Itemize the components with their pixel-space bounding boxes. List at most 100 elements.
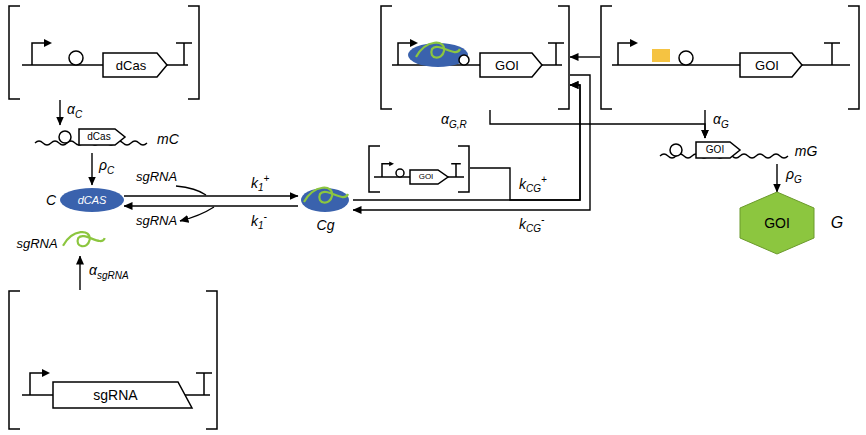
gene-label: dCas [79,129,119,145]
dcas-mrna: dCas mC [35,125,185,153]
rate-label: ρC [98,158,115,176]
protein-label: dCAS [60,188,124,212]
reaction-arrow [353,85,580,200]
bracket [381,6,569,109]
subscript: C [107,165,114,176]
bracket [601,6,859,109]
species-label: mG [790,141,822,161]
dcas-protein [301,188,349,212]
rbs-hairpin [670,144,682,156]
species-label: sgRNA [135,214,178,228]
subscript: CG [526,223,541,234]
rbs-hairpin [459,55,469,65]
sgrna-strand [63,232,105,246]
promoter-arrow [382,164,392,177]
species-label: sgRNA [135,170,178,184]
sgrna-strand [304,188,348,203]
rate-label: αC [66,102,83,120]
terminator [824,43,840,65]
rbs-hairpin [679,51,693,65]
sgrna-release-curve [180,207,214,221]
gene-label: dCas [103,53,159,77]
reaction-arrow [91,153,92,185]
subscript: G,R [449,119,467,130]
protein-hexagon [740,192,814,254]
bracket [369,146,469,192]
subscript: C [75,109,82,120]
rate-label: ρG [785,167,803,185]
rate-label: αG [712,112,730,130]
node-outline [600,5,860,110]
gene-label: GOI [740,53,794,77]
dcas-protein [408,43,468,67]
reaction-arrow [124,195,298,196]
target-gene-construct: GOI [368,145,470,193]
node-outline [380,5,570,110]
rate-label: αsgRNA [88,263,130,281]
sgrna-species: sgRNA [15,228,107,256]
promoter-arrowhead [42,369,50,377]
sgrna-binding-curve [176,186,206,195]
reaction-arrow [124,205,298,206]
gene-label: GOI [410,170,442,184]
species-label: mC [153,129,183,149]
subscript: 1 [258,182,264,193]
rbs-hairpin [396,169,404,177]
reaction-arrow [59,100,60,125]
reaction-arrow [353,75,590,210]
bracket [9,6,199,99]
node-outline [8,290,218,430]
gene-box [103,53,167,77]
dcas-protein-node: dCASC [44,185,124,215]
species-label: G [824,212,850,234]
superscript: - [264,211,267,222]
sgrna-gene-construct: sgRNA [8,290,218,430]
sgrna-strand [416,43,460,58]
goi-mrna: GOImG [660,138,825,164]
species-label: C [44,190,58,210]
promoter-arrowhead [630,39,638,47]
rate-label: kCG- [518,214,545,234]
subscript: G [794,174,802,185]
species-label: sgRNA [15,234,59,252]
repressed-gene-construct: GOI [380,5,570,110]
complex-node: Cg [298,186,353,236]
subscript: CG [526,183,541,194]
terminator [176,43,192,65]
gene-label: GOI [480,53,534,77]
superscript: - [541,214,544,225]
gene-box [410,170,448,184]
superscript: + [541,174,547,185]
subscript: G [721,119,729,130]
terminator [196,373,212,395]
node-outline [368,145,470,193]
goi-protein-node: GOI G [740,192,855,254]
bracket [9,291,217,429]
gene-box [480,53,542,77]
reaction-arrow [470,85,580,200]
node-outline [8,5,200,100]
subscript: sgRNA [97,270,129,281]
rate-label: k1+ [250,173,270,193]
sgrna-gene-box [53,382,192,408]
promoter-arrowhead [44,39,52,47]
gene-box [79,129,125,145]
rbs-hairpin [59,131,71,143]
subscript: 1 [258,220,264,231]
active-gene-construct: GOI [600,5,860,110]
promoter-arrow [618,43,634,65]
dna-line [612,64,850,66]
superscript: + [264,173,270,184]
dcas-protein [60,188,124,212]
promoter-arrow [30,373,46,395]
terminator [451,164,461,177]
gene-box [740,53,802,77]
reaction-arrow [79,256,80,290]
gene-label: sgRNA [53,382,178,408]
reaction-arrow [490,110,705,138]
operator-site [652,49,670,62]
terminator [548,43,564,65]
rate-label: kCG+ [518,174,548,194]
rate-label: k1- [250,211,268,231]
protein-label: GOI [744,212,810,234]
